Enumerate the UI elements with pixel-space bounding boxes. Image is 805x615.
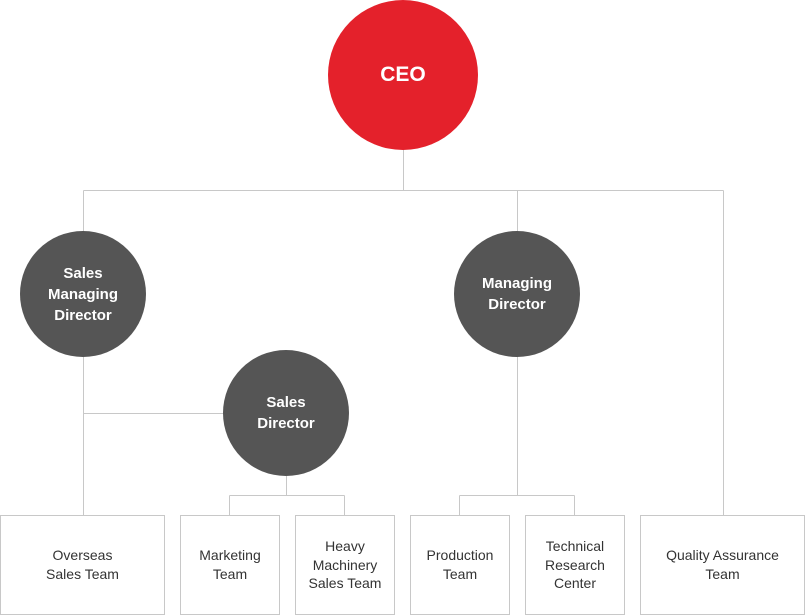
team-marketing[interactable]: Marketing Team: [180, 515, 280, 615]
ceo-node[interactable]: CEO: [328, 0, 478, 150]
managing-director-node[interactable]: Managing Director: [454, 231, 580, 357]
team-technical-research-center[interactable]: Technical Research Center: [525, 515, 625, 615]
team-quality-assurance[interactable]: Quality Assurance Team: [640, 515, 805, 615]
team-overseas-sales[interactable]: Overseas Sales Team: [0, 515, 165, 615]
sales-managing-director-node[interactable]: Sales Managing Director: [20, 231, 146, 357]
team-production[interactable]: Production Team: [410, 515, 510, 615]
sales-director-node[interactable]: Sales Director: [223, 350, 349, 476]
team-heavy-machinery-sales[interactable]: Heavy Machinery Sales Team: [295, 515, 395, 615]
